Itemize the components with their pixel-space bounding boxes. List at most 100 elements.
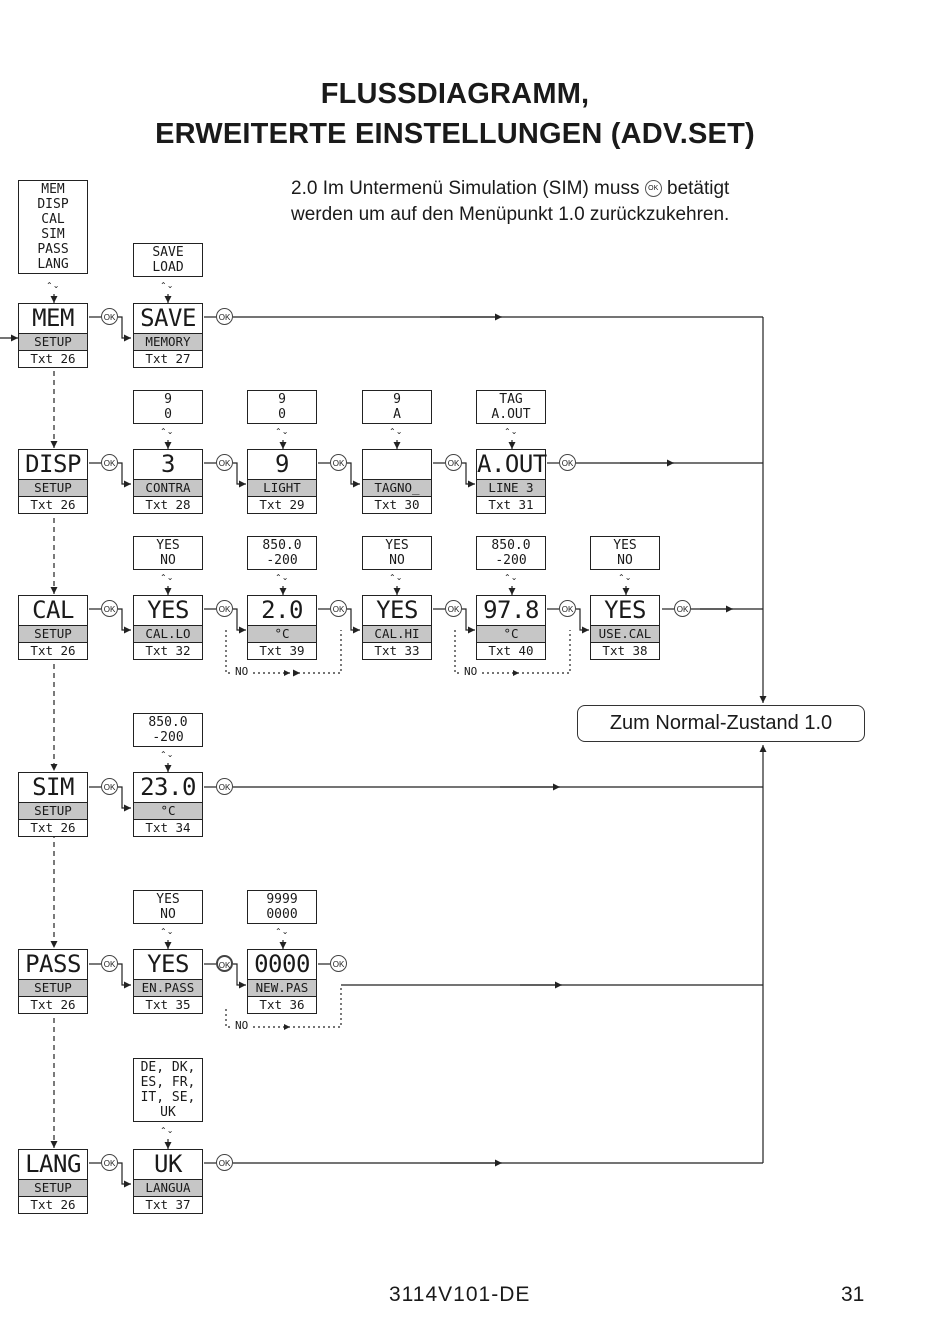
note-text: 2.0 Im Untermenü Simulation (SIM) muss O… xyxy=(291,176,751,228)
display-sim-val: 23.0 °C Txt 34 xyxy=(133,772,203,837)
display-value: 3 xyxy=(161,450,175,478)
no-label: NO xyxy=(233,665,251,678)
up-down-icon: ⌃⌄ xyxy=(618,573,632,582)
display-newpass: 0000 NEW.PAS Txt 36 xyxy=(247,949,317,1014)
display-menu: USE.CAL xyxy=(591,625,659,642)
ok-icon: OK xyxy=(330,600,347,617)
display-text-id: Txt 28 xyxy=(134,496,202,513)
up-down-icon: ⌃⌄ xyxy=(160,1126,174,1135)
display-text-id: Txt 34 xyxy=(134,819,202,836)
up-down-icon: ⌃⌄ xyxy=(46,281,60,290)
display-text-id: Txt 39 xyxy=(248,642,316,659)
ok-icon: OK xyxy=(445,454,462,471)
option-list-calhi-val: 850.0 -200 xyxy=(476,536,546,570)
display-text-id: Txt 35 xyxy=(134,996,202,1013)
option-list-contra: 9 0 xyxy=(133,390,203,424)
display-menu: LINE 3 xyxy=(477,479,545,496)
option-list-newpass: 9999 0000 xyxy=(247,890,317,924)
ok-icon: OK xyxy=(644,180,662,198)
ok-icon: OK xyxy=(101,1154,118,1171)
up-down-icon: ⌃⌄ xyxy=(160,573,174,582)
display-menu: SETUP xyxy=(19,979,87,996)
document-code: 3114V101-DE xyxy=(389,1283,531,1306)
display-text-id: Txt 38 xyxy=(591,642,659,659)
display-text-id: Txt 37 xyxy=(134,1196,202,1213)
display-text-id: Txt 40 xyxy=(477,642,545,659)
display-value: SIM xyxy=(32,773,74,801)
display-light: 9 LIGHT Txt 29 xyxy=(247,449,317,514)
display-text-id: Txt 36 xyxy=(248,996,316,1013)
display-text-id: Txt 31 xyxy=(477,496,545,513)
up-down-icon: ⌃⌄ xyxy=(389,573,403,582)
no-label: NO xyxy=(233,1019,251,1032)
display-text-id: Txt 26 xyxy=(19,350,87,367)
display-menu: EN.PASS xyxy=(134,979,202,996)
ok-icon: OK xyxy=(216,778,233,795)
option-list-save: SAVE LOAD xyxy=(133,243,203,277)
display-text-id: Txt 29 xyxy=(248,496,316,513)
display-langua: UK LANGUA Txt 37 xyxy=(133,1149,203,1214)
display-menu: CONTRA xyxy=(134,479,202,496)
display-value: 23.0 xyxy=(140,773,196,801)
display-value: CAL xyxy=(32,596,74,624)
display-text-id: Txt 32 xyxy=(134,642,202,659)
ok-icon: OK xyxy=(216,308,233,325)
display-text-id: Txt 26 xyxy=(19,996,87,1013)
option-list-aout: TAG A.OUT xyxy=(476,390,546,424)
option-list-enpass: YES NO xyxy=(133,890,203,924)
display-calhi-val: 97.8 °C Txt 40 xyxy=(476,595,546,660)
option-list-callo: YES NO xyxy=(133,536,203,570)
up-down-icon: ⌃⌄ xyxy=(504,573,518,582)
up-down-icon: ⌃⌄ xyxy=(275,427,289,436)
display-value: DISP xyxy=(25,450,81,478)
display-text-id: Txt 33 xyxy=(363,642,431,659)
ok-icon: OK xyxy=(330,454,347,471)
no-label: NO xyxy=(462,665,480,678)
display-value: 2.0 xyxy=(261,596,303,624)
up-down-icon: ⌃⌄ xyxy=(275,927,289,936)
page-title-line2: ERWEITERTE EINSTELLUNGEN (ADV.SET) xyxy=(155,118,755,150)
display-menu: SETUP xyxy=(19,802,87,819)
display-text-id: Txt 26 xyxy=(19,819,87,836)
display-value: 9 xyxy=(275,450,289,478)
display-lang: LANG SETUP Txt 26 xyxy=(18,1149,88,1214)
display-menu: °C xyxy=(134,802,202,819)
display-text-id: Txt 26 xyxy=(19,642,87,659)
display-value: 97.8 xyxy=(483,596,539,624)
up-down-icon: ⌃⌄ xyxy=(160,750,174,759)
up-down-icon: ⌃⌄ xyxy=(504,427,518,436)
ok-icon: OK xyxy=(674,600,691,617)
display-value: LANG xyxy=(25,1150,81,1178)
up-down-icon: ⌃⌄ xyxy=(389,427,403,436)
display-menu: MEMORY xyxy=(134,333,202,350)
display-cal: CAL SETUP Txt 26 xyxy=(18,595,88,660)
ok-icon: OK xyxy=(101,600,118,617)
option-list-lang: DE, DK, ES, FR, IT, SE, UK xyxy=(133,1058,203,1122)
display-menu: TAGNO_ xyxy=(363,479,431,496)
ok-icon: OK xyxy=(330,955,347,972)
display-mem: MEM SETUP Txt 26 xyxy=(18,303,88,368)
display-callo-val: 2.0 °C Txt 39 xyxy=(247,595,317,660)
display-menu: SETUP xyxy=(19,1179,87,1196)
display-menu: CAL.LO xyxy=(134,625,202,642)
display-menu: NEW.PAS xyxy=(248,979,316,996)
display-tagno: TAGNO_ Txt 30 xyxy=(362,449,432,514)
display-contra: 3 CONTRA Txt 28 xyxy=(133,449,203,514)
up-down-icon: ⌃⌄ xyxy=(160,427,174,436)
display-menu: SETUP xyxy=(19,333,87,350)
display-value: A.OUT xyxy=(477,450,547,478)
option-list-callo-val: 850.0 -200 xyxy=(247,536,317,570)
display-menu: °C xyxy=(248,625,316,642)
option-list-menu: MEM DISP CAL SIM PASS LANG xyxy=(18,180,88,274)
display-save: SAVE MEMORY Txt 27 xyxy=(133,303,203,368)
display-text-id: Txt 26 xyxy=(19,1196,87,1213)
display-enpass: YES EN.PASS Txt 35 xyxy=(133,949,203,1014)
display-menu: CAL.HI xyxy=(363,625,431,642)
display-value: MEM xyxy=(32,304,74,332)
ok-icon: OK xyxy=(101,308,118,325)
display-value: YES xyxy=(604,596,646,624)
display-aout: A.OUT LINE 3 Txt 31 xyxy=(476,449,547,514)
display-menu: SETUP xyxy=(19,479,87,496)
ok-icon: OK xyxy=(101,454,118,471)
